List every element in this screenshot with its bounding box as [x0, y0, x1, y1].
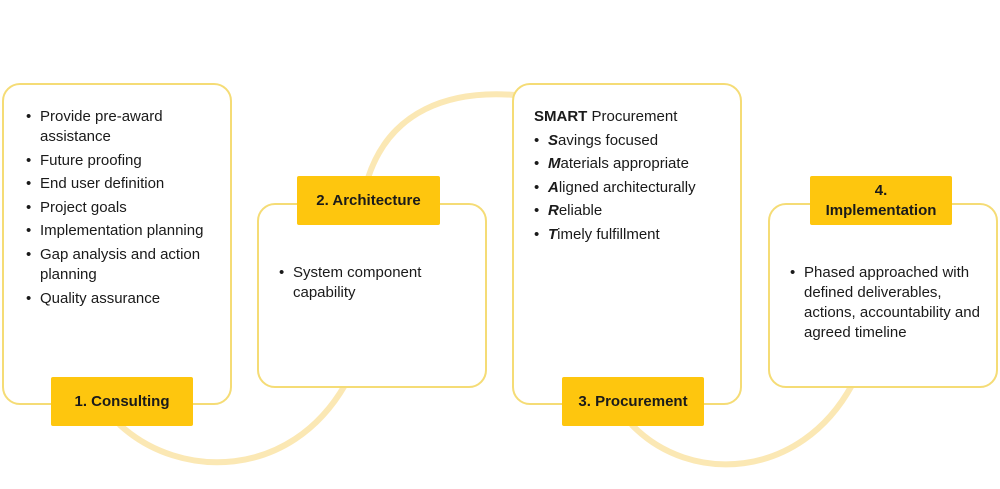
smart-item: Aligned architecturally — [534, 178, 730, 198]
smart-heading-bold: SMART — [534, 108, 588, 125]
smart-letter: M — [548, 155, 561, 173]
smart-item: Reliable — [534, 201, 730, 221]
consulting-bullet: Gap analysis and action planning — [26, 245, 220, 285]
consulting-bullet: Quality assurance — [26, 289, 220, 309]
smart-letter: T — [548, 225, 558, 243]
architecture-bullet-list: System component capability — [279, 263, 475, 303]
procurement-card: SMART Procurement Savings focused Materi… — [512, 83, 742, 405]
connector-arc-1-2 — [117, 382, 348, 466]
smart-letter: S — [548, 131, 559, 149]
smart-item-text: avings focused — [558, 131, 659, 149]
smart-letter: A — [548, 178, 559, 196]
implementation-label: 4. Implementation — [810, 176, 952, 225]
consulting-bullet: Project goals — [26, 198, 220, 218]
consulting-bullet: Provide pre-award assistance — [26, 107, 220, 147]
smart-heading-rest: Procurement — [587, 108, 678, 125]
implementation-bullet-list: Phased approached with defined deliverab… — [790, 263, 988, 343]
smart-item-text: eliable — [558, 202, 603, 220]
connector-arc-3-4 — [629, 382, 855, 468]
implementation-bullet: Phased approached with defined deliverab… — [790, 263, 988, 343]
smart-item: Materials appropriate — [534, 154, 730, 174]
connector-arc-2-3 — [365, 91, 518, 181]
consulting-card: Provide pre-award assistance Future proo… — [2, 83, 232, 405]
consulting-bullet: Future proofing — [26, 151, 220, 171]
consulting-bullet: End user definition — [26, 174, 220, 194]
smart-letter: R — [548, 202, 559, 220]
architecture-label: 2. Architecture — [297, 176, 440, 225]
smart-procurement-heading: SMART Procurement — [534, 107, 730, 127]
consulting-bullet-list: Provide pre-award assistance Future proo… — [26, 107, 220, 309]
smart-item-text: aterials appropriate — [560, 155, 689, 173]
smart-item-text: ligned architecturally — [558, 178, 696, 196]
smart-item-text: imely fulfillment — [557, 225, 660, 243]
consulting-label: 1. Consulting — [51, 377, 193, 426]
smart-item: Savings focused — [534, 131, 730, 151]
smart-list: Savings focused Materials appropriate Al… — [534, 131, 730, 245]
architecture-card: System component capability — [257, 203, 487, 388]
procurement-label: 3. Procurement — [562, 377, 704, 426]
consulting-bullet: Implementation planning — [26, 221, 220, 241]
smart-item: Timely fulfillment — [534, 225, 730, 245]
architecture-bullet: System component capability — [279, 263, 475, 303]
implementation-card: Phased approached with defined deliverab… — [768, 203, 998, 388]
